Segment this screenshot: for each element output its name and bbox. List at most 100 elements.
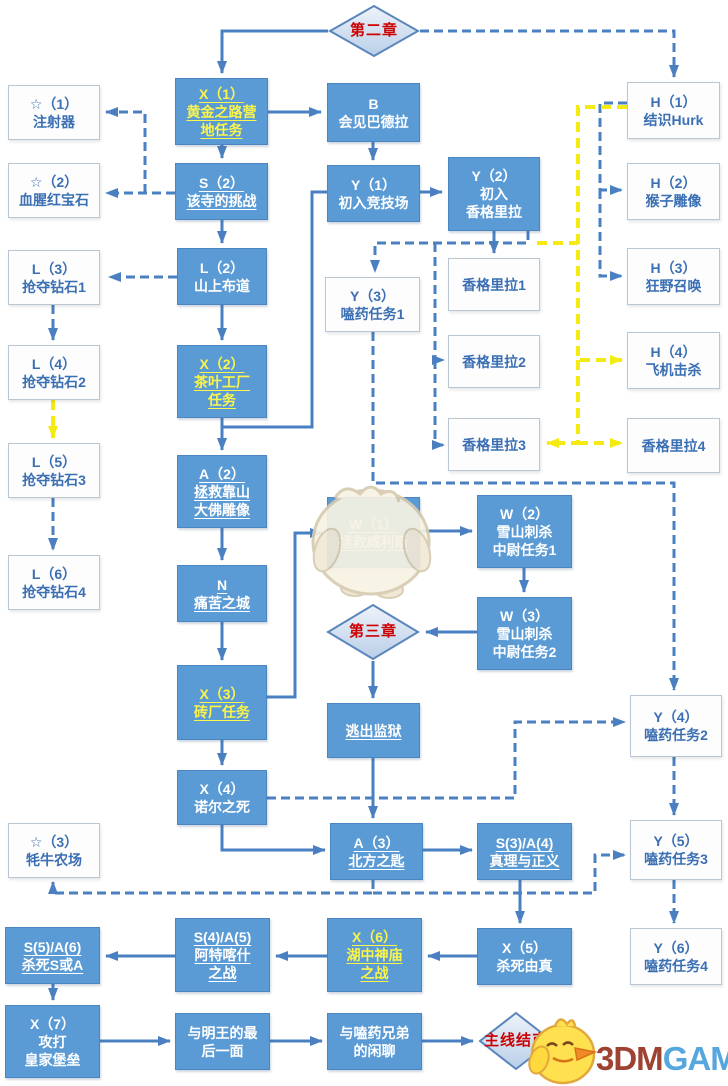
node-y6: Y（6）嗑药任务4 [630, 928, 722, 985]
node-x7: X（7）攻打皇家堡垒 [5, 1005, 100, 1078]
node-mingwang: 与明王的最后一面 [175, 1013, 270, 1070]
edge-dash [105, 107, 147, 193]
node-label: X（6）湖中神庙之战 [346, 929, 403, 981]
node-label: 与嗑药兄弟的闲聊 [339, 1024, 410, 1059]
node-label: Y（1）初入竞技场 [338, 176, 409, 211]
node-label: Y（5）嗑药任务3 [644, 833, 708, 867]
node-sg2: 香格里拉2 [448, 335, 540, 388]
node-w3: W（3）雪山刺杀中尉任务2 [477, 597, 572, 670]
node-l5: L（5）抢夺钻石3 [8, 443, 100, 498]
node-label: X（7）攻打皇家堡垒 [24, 1015, 81, 1068]
node-label: 香格里拉3 [462, 436, 526, 453]
edge-dash [598, 101, 627, 195]
edge-dash [432, 360, 445, 450]
site-logo: 3DMGAME [596, 1040, 728, 1078]
node-s2: S（2）该寺的挑战 [175, 163, 268, 220]
mascot-watermark [311, 485, 432, 599]
node-label: L（2）山上布道 [194, 259, 250, 294]
node-label: L（3）抢夺钻石1 [22, 260, 86, 295]
node-l2: L（2）山上布道 [177, 248, 267, 305]
node-sg3: 香格里拉3 [448, 418, 540, 471]
edge-yellow [576, 105, 627, 365]
node-label: 香格里拉1 [462, 276, 526, 293]
node-y1: Y（1）初入竞技场 [327, 165, 420, 222]
edge-solid [217, 29, 328, 74]
node-label: 逃出监狱 [345, 722, 402, 739]
edge-solid [220, 825, 326, 855]
node-label: H（4）飞机击杀 [645, 343, 702, 378]
node-y2: Y（2）初入香格里拉 [448, 157, 540, 231]
node-l3: L（3）抢夺钻石1 [8, 250, 100, 305]
node-label: H（1）结识Hurk [643, 93, 704, 128]
node-label: H（2）猴子雕像 [645, 174, 702, 209]
node-h3: H（3）狂野召唤 [627, 248, 720, 305]
node-y4: Y（4）嗑药任务2 [630, 695, 722, 757]
decision-label: 第二章 [349, 22, 398, 39]
node-label: L（6）抢夺钻石4 [22, 565, 86, 600]
edge-dash [420, 29, 679, 78]
node-w2: W（2）雪山刺杀中尉任务1 [477, 495, 572, 568]
node-label: A（2）拯救靠山大佛雕像 [194, 465, 250, 518]
node-label: X（1）黄金之路营地任务 [186, 85, 257, 138]
node-star3: ☆（3）牦牛农场 [8, 823, 100, 878]
node-label: W（2）雪山刺杀中尉任务1 [492, 505, 557, 558]
node-label: X（4）诺尔之死 [194, 780, 250, 815]
node-label: ☆（3）牦牛农场 [26, 833, 82, 868]
logo-game: GAME [662, 1040, 728, 1077]
node-star1: ☆（1）注射器 [8, 85, 100, 140]
decision-label: 主线结束 [483, 1032, 548, 1049]
node-label: Y（4）嗑药任务2 [644, 709, 708, 743]
diamond-shape [328, 4, 420, 58]
node-x4: X（4）诺尔之死 [177, 770, 267, 825]
node-label: H（3）狂野召唤 [645, 259, 702, 294]
node-label: 与明王的最后一面 [187, 1024, 258, 1059]
node-a2: A（2）拯救靠山大佛雕像 [177, 455, 267, 528]
decision-label: 第三章 [348, 623, 397, 640]
node-chap2: 第二章 [328, 4, 420, 58]
node-s4a5: S(4)/A(5)阿特喀什之战 [175, 918, 270, 992]
node-label: X（2）茶叶工厂任务 [194, 355, 250, 408]
node-label: S(3)/A(4)真理与正义 [489, 834, 560, 869]
node-label: S(4)/A(5)阿特喀什之战 [193, 929, 252, 981]
node-chat2: 与嗑药兄弟的闲聊 [327, 1013, 422, 1070]
edge-dash [267, 717, 626, 800]
node-label: 香格里拉4 [641, 437, 706, 454]
node-label: A（3）北方之匙 [348, 834, 405, 869]
node-y3: Y（3）嗑药任务1 [325, 277, 420, 332]
logo-3dm: 3DM [596, 1040, 664, 1077]
node-label: 香格里拉2 [462, 353, 526, 370]
node-l6: L（6）抢夺钻石4 [8, 555, 100, 610]
node-label: L（5）抢夺钻石3 [22, 453, 86, 488]
node-label: S(5)/A(6)杀死S或A [21, 938, 84, 973]
edge-solid [222, 190, 327, 429]
edge-dash [48, 880, 375, 895]
node-x2: X（2）茶叶工厂任务 [177, 345, 267, 418]
node-s5a6: S(5)/A(6)杀死S或A [5, 927, 100, 984]
edge-dash [598, 190, 623, 281]
node-star2: ☆（2）血腥红宝石 [8, 163, 100, 218]
node-label: Y（2）初入香格里拉 [466, 168, 522, 220]
node-x5: X（5）杀死由真 [477, 928, 572, 985]
node-label: S（2）该寺的挑战 [186, 174, 257, 209]
edge-dash [371, 332, 679, 691]
edge-dash [373, 850, 626, 895]
diamond-shape [326, 603, 420, 661]
node-x3: X（3）砖厂任务 [177, 665, 267, 740]
node-chap3: 第三章 [326, 603, 420, 661]
node-h4: H（4）飞机击杀 [627, 332, 720, 389]
node-escape: 逃出监狱 [327, 703, 420, 758]
node-label: X（5）杀死由真 [496, 939, 553, 974]
chick-mascot [528, 1018, 598, 1085]
node-x1: X（1）黄金之路营地任务 [175, 78, 268, 145]
edge-dash [370, 231, 530, 273]
node-sa34: S(3)/A(4)真理与正义 [477, 823, 572, 880]
node-label: X（3）砖厂任务 [194, 685, 250, 720]
node-sg4: 香格里拉4 [627, 418, 720, 473]
node-label: L（4）抢夺钻石2 [22, 355, 86, 390]
node-y5: Y（5）嗑药任务3 [630, 820, 722, 880]
